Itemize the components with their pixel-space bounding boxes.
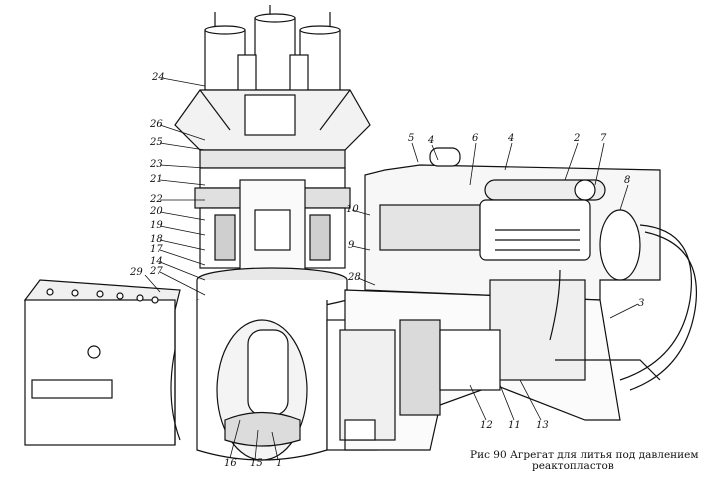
callout-20: 20 <box>149 206 163 217</box>
callout-13: 13 <box>536 420 549 431</box>
callout-27: 27 <box>149 266 163 277</box>
press-column <box>194 149 351 311</box>
callout-3: 3 <box>638 298 644 309</box>
callout-5: 5 <box>408 133 414 144</box>
top-cylinders <box>204 5 341 96</box>
callout-12: 12 <box>480 420 493 431</box>
callout-9: 9 <box>348 240 355 251</box>
callout-22: 22 <box>149 194 163 205</box>
control-cabinet <box>23 279 181 446</box>
callout-26: 26 <box>149 119 163 130</box>
callout-4b: 4 <box>507 133 514 144</box>
callout-6: 6 <box>472 133 479 144</box>
callout-1: 1 <box>276 458 282 469</box>
callout-14: 14 <box>150 256 163 267</box>
callout-labels: 24 26 25 23 21 22 20 19 18 17 14 27 29 5… <box>129 72 644 469</box>
callout-10: 10 <box>346 204 359 215</box>
callout-19: 19 <box>150 220 163 231</box>
hood <box>174 89 371 151</box>
callout-24: 24 <box>151 72 165 83</box>
callout-18: 18 <box>150 234 163 245</box>
callout-16: 16 <box>224 458 237 469</box>
caption-line-2: реактопластов <box>532 460 614 472</box>
injection-unit <box>364 147 661 301</box>
hoses <box>170 224 697 441</box>
callout-21: 21 <box>149 174 163 185</box>
leader-lines <box>144 77 639 461</box>
callout-25: 25 <box>149 137 163 148</box>
callout-29: 29 <box>129 267 143 278</box>
callout-4a: 4 <box>427 135 434 146</box>
callout-2: 2 <box>573 133 580 144</box>
figure-caption: Рис 90 Агрегат для литья под давлением р… <box>470 450 710 472</box>
lower-frame <box>339 279 621 451</box>
callout-8: 8 <box>624 175 630 186</box>
callout-17: 17 <box>150 244 163 255</box>
callout-11: 11 <box>508 420 521 431</box>
callout-15: 15 <box>250 458 263 469</box>
callout-28: 28 <box>347 272 361 283</box>
callout-23: 23 <box>149 159 163 170</box>
callout-7: 7 <box>600 133 607 144</box>
caption-line-1: Рис 90 Агрегат для литья под давлением <box>470 449 699 461</box>
